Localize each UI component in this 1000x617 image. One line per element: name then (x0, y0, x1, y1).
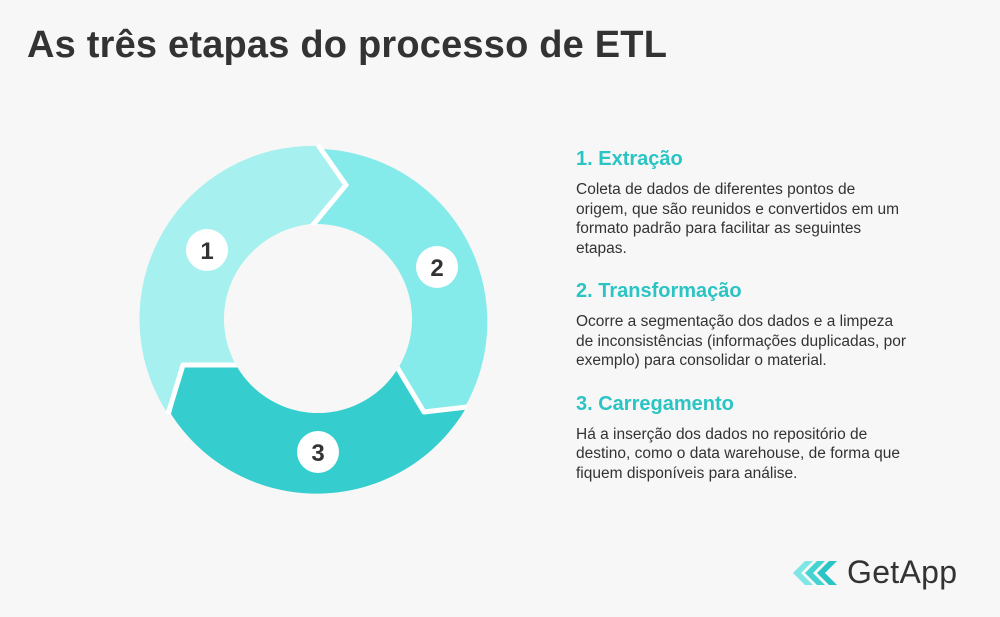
getapp-logo: GetApp (793, 554, 957, 591)
cycle-segment-1 (139, 145, 346, 411)
page-title: As três etapas do processo de ETL (27, 24, 668, 66)
step-description: Há a inserção dos dados no repositório d… (576, 425, 900, 482)
getapp-logo-text: GetApp (847, 554, 958, 590)
step-heading: 3. Carregamento (576, 392, 734, 415)
cycle-separator-2 (394, 365, 468, 415)
step-loading: 3. Carregamento Há a inserção dos dados … (576, 393, 906, 484)
step-badge-3-number: 3 (311, 440, 324, 467)
step-badge-2: 2 (416, 246, 458, 288)
cycle-separator-1 (310, 143, 349, 228)
step-description: Ocorre a segmentação dos dados e a limpe… (576, 313, 906, 369)
steps-list: 1. Extração Coleta de dados de diferente… (576, 148, 906, 505)
step-heading: 1. Extração (576, 148, 683, 170)
getapp-chevrons-icon (793, 560, 837, 585)
step-badge-2-number: 2 (430, 255, 443, 282)
step-heading: 2. Transformação (576, 280, 742, 302)
step-extraction: 1. Extração Coleta de dados de diferente… (576, 148, 906, 258)
step-transformation: 2. Transformação Ocorre a segmentação do… (576, 280, 906, 371)
cycle-center (224, 225, 412, 413)
etl-cycle-diagram: 1 2 3 (139, 143, 488, 494)
cycle-segment-3 (171, 365, 466, 494)
cycle-segment-2 (317, 149, 488, 410)
step-badge-1-number: 1 (200, 238, 213, 265)
step-badge-3: 3 (297, 431, 339, 473)
step-badge-1: 1 (186, 229, 228, 271)
cycle-separator-3 (165, 362, 238, 415)
step-description: Coleta de dados de diferentes pontos de … (576, 181, 900, 257)
